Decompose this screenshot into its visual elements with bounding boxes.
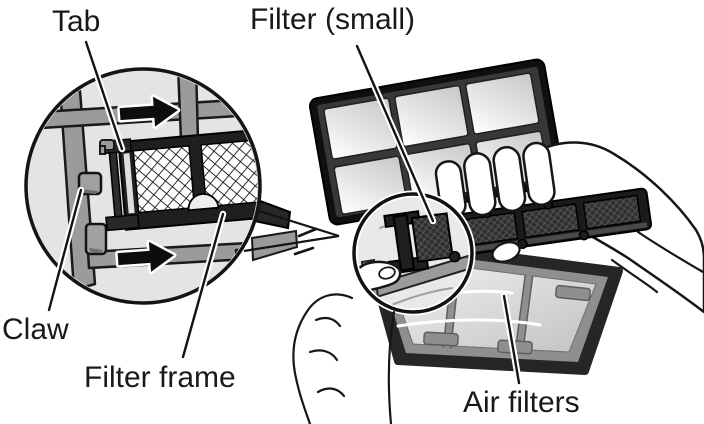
claw-leader — [47, 188, 83, 312]
callout-wedge — [243, 207, 340, 253]
filter-frame-leader — [181, 212, 225, 359]
left-hand — [292, 227, 396, 424]
label-filter-small: Filter (small) — [250, 3, 415, 36]
filter-small-leader — [355, 44, 435, 223]
label-filter-frame: Filter frame — [84, 361, 236, 394]
arrow-right-icon — [117, 94, 181, 130]
label-tab: Tab — [52, 5, 101, 38]
air-filters-leader — [502, 294, 521, 385]
leader-lines — [45, 38, 523, 387]
arrow-right-icon — [115, 239, 177, 275]
detail-circle — [350, 190, 476, 316]
label-claw: Claw — [2, 313, 69, 346]
tab-leader — [84, 40, 124, 151]
tab-hook — [99, 139, 115, 155]
label-air-filters: Air filters — [463, 386, 580, 419]
magnifier-inset — [24, 67, 262, 305]
claw-hooks — [77, 171, 108, 256]
right-thumb-tip — [491, 241, 521, 263]
